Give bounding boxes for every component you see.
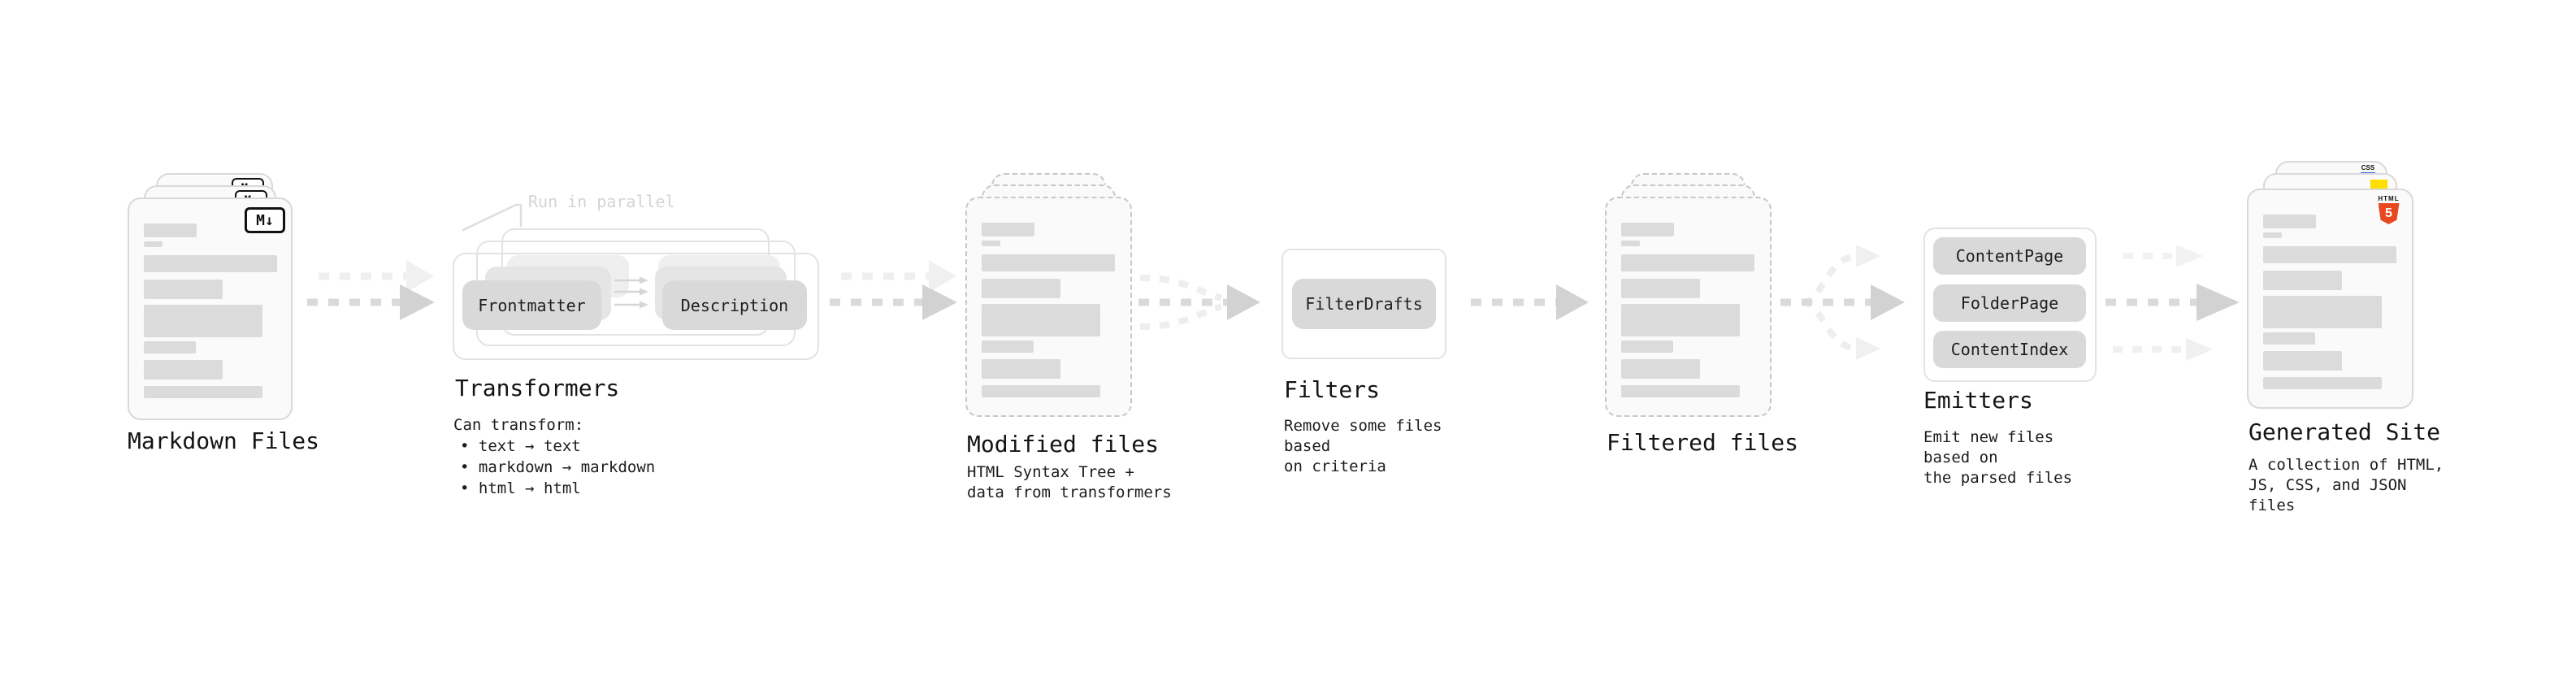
skeleton-line [982, 279, 1060, 298]
skeleton-line [1621, 385, 1740, 397]
modified-file-card [965, 197, 1132, 417]
stage-generated-site: CSS HTML 5 Generated Site A collection [2247, 149, 2458, 514]
skeleton-line [144, 280, 223, 299]
filterdrafts-chip: FilterDrafts [1292, 279, 1436, 329]
frontmatter-chip-label: Frontmatter [478, 295, 586, 315]
description-chip-label: Description [680, 295, 789, 315]
transformer-bullet: • html → html [460, 479, 581, 497]
skeleton-line [1621, 254, 1754, 271]
skeleton-line [2263, 296, 2382, 328]
flow-arrow-markdown-to-transformers [307, 260, 435, 320]
javascript-icon [2370, 180, 2387, 189]
flow-arrow-transformers-to-modified [830, 260, 957, 320]
skeleton-line [2263, 377, 2382, 389]
skeleton-line [982, 304, 1100, 336]
skeleton-line [2263, 215, 2316, 228]
transformer-bullet: • text → text [460, 437, 581, 455]
contentpage-chip: ContentPage [1933, 237, 2086, 275]
flow-arrow-filters-to-filtered [1471, 284, 1589, 320]
modified-files-caption: HTML Syntax Tree + data from transformer… [967, 463, 1172, 501]
markdown-files-label: Markdown Files [128, 427, 320, 454]
transformers-caption: Can transform: [453, 416, 584, 434]
stage-transformers: Run in parallel Frontmatter Description … [453, 187, 826, 512]
skeleton-line [144, 241, 163, 247]
markdown-file-card: M↓ [128, 197, 293, 420]
transformers-title: Transformers [455, 375, 620, 401]
css-icon-label: CSS [2361, 164, 2375, 171]
skeleton-line [982, 359, 1060, 379]
contentpage-chip-label: ContentPage [1955, 246, 2064, 266]
html5-icon-shield: 5 [2378, 203, 2400, 224]
transformers-bullets: • text → text • markdown → markdown • ht… [460, 436, 655, 499]
skeleton-line [2263, 232, 2282, 238]
folderpage-chip-label: FolderPage [1960, 293, 2059, 313]
contentindex-chip-label: ContentIndex [1950, 340, 2069, 359]
generated-site-caption: A collection of HTML, JS, CSS, and JSON … [2249, 456, 2444, 514]
skeleton-line [144, 360, 223, 380]
skeleton-line [982, 340, 1034, 353]
html5-icon-wordmark: HTML [2378, 195, 2400, 202]
contentindex-chip: ContentIndex [1933, 331, 2086, 368]
stage-modified-files: Modified files HTML Syntax Tree + data f… [965, 161, 1177, 518]
skeleton-line [144, 255, 277, 272]
filtered-files-label: Filtered files [1607, 429, 1799, 456]
frontmatter-chip: Frontmatter [462, 280, 601, 330]
stage-markdown-files: M↓ M↓ M↓ Markdown Files [128, 161, 339, 502]
skeleton-line [2263, 246, 2396, 263]
modified-files-label: Modified files [967, 431, 1160, 458]
skeleton-line [144, 386, 262, 398]
note-callout-line [462, 203, 523, 232]
skeleton-line [982, 223, 1034, 236]
skeleton-line [982, 385, 1100, 397]
filtered-file-card [1605, 197, 1772, 417]
flow-arrow-emitters-to-generated [2105, 245, 2240, 361]
skeleton-line [2263, 271, 2342, 290]
html5-icon-number: 5 [2385, 206, 2392, 220]
skeleton-line [144, 341, 196, 354]
emitters-title: Emitters [1923, 387, 2033, 414]
stage-emitters: ContentPage FolderPage ContentIndex Emit… [1923, 228, 2102, 487]
markdown-icon: M↓ [245, 207, 285, 233]
skeleton-line [2263, 351, 2342, 371]
html5-icon: HTML 5 [2378, 195, 2400, 224]
flow-arrow-modified-to-filters [1138, 275, 1260, 330]
skeleton-line [1621, 304, 1740, 336]
filters-title: Filters [1284, 376, 1381, 403]
run-in-parallel-note: Run in parallel [528, 192, 675, 211]
filterdrafts-chip-label: FilterDrafts [1305, 294, 1423, 314]
skeleton-line [144, 223, 197, 237]
skeleton-line [2263, 332, 2315, 345]
description-chip: Description [662, 280, 807, 330]
generated-site-label: Generated Site [2249, 419, 2441, 445]
skeleton-line [982, 241, 1000, 246]
stage-filters: FilterDrafts Filters Remove some files b… [1281, 249, 1452, 476]
filters-caption: Remove some files based on criteria [1284, 417, 1442, 475]
skeleton-line [1621, 223, 1674, 236]
transformer-box [453, 253, 819, 360]
emitters-caption: Emit new files based on the parsed files [1923, 428, 2073, 487]
generated-site-card: HTML 5 [2247, 189, 2413, 409]
skeleton-line [1621, 279, 1700, 298]
skeleton-line [1621, 241, 1640, 246]
parallel-arrows-icon [614, 276, 648, 309]
stage-filtered-files: Filtered files [1605, 161, 1816, 518]
skeleton-line [982, 254, 1115, 271]
skeleton-line [1621, 359, 1700, 379]
transformer-bullet: • markdown → markdown [460, 458, 656, 476]
skeleton-line [144, 305, 262, 337]
flow-arrow-filtered-to-emitters [1780, 245, 1905, 360]
folderpage-chip: FolderPage [1933, 284, 2086, 322]
skeleton-line [1621, 340, 1673, 353]
